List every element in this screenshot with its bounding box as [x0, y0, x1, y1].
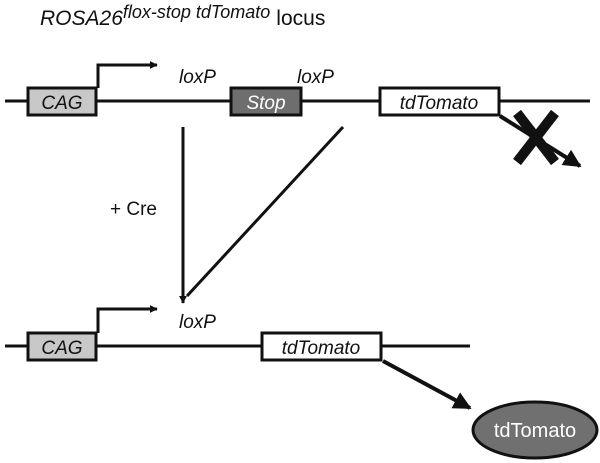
title-superscript: flox-stop tdTomato: [123, 2, 270, 22]
tdtomato-gene-box-after: [260, 331, 383, 362]
tdtomato-protein-label: tdTomato: [494, 420, 576, 442]
loxp-left-label: loxP: [179, 67, 216, 88]
transcription-start-arrow-after: [96, 305, 158, 333]
title-suffix: locus: [276, 7, 325, 30]
tdtomato-gene-label-before: tdTomato: [400, 93, 479, 114]
tdtomato-gene-box-before: [378, 86, 501, 117]
cre-label: + Cre: [110, 199, 157, 220]
tdtomato-gene-label-after: tdTomato: [282, 338, 361, 359]
diagram-title: ROSA26flox-stop tdTomato locus: [40, 2, 325, 30]
stop-cassette-label: Stop: [246, 93, 285, 114]
cag-promoter-box: [26, 86, 98, 117]
expression-arrow: [382, 359, 472, 410]
stop-cassette-box: [229, 86, 303, 117]
loxp-remaining-label: loxP: [179, 312, 216, 333]
no-expression-x-icon: [513, 109, 559, 166]
cag-promoter-label: CAG: [41, 93, 82, 114]
cag-promoter-label-after: CAG: [41, 338, 82, 359]
tdtomato-protein-ellipse: [471, 400, 599, 460]
title-gene: ROSA26: [40, 7, 123, 30]
cag-promoter-box-after: [26, 331, 98, 362]
transcription-start-arrow: [96, 61, 158, 88]
loxp-right-label: loxP: [297, 67, 334, 88]
cre-excision-arrow-right: [185, 125, 345, 298]
